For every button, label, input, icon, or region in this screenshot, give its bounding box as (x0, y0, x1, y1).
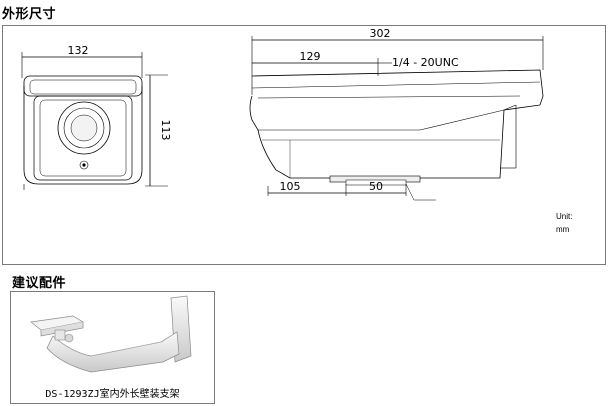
unit-label: Unit: (556, 212, 573, 221)
side-129-label: 129 (300, 50, 321, 63)
front-view-drawing: 132 113 (21, 44, 172, 190)
accessories-section-title: 建议配件 (12, 276, 67, 291)
side-total-length-label: 302 (370, 27, 391, 40)
unit-value: mm (556, 225, 570, 234)
wall-mount-bracket-image (30, 295, 192, 373)
side-105-label: 105 (280, 180, 301, 193)
dimensions-section-title: 外形尺寸 (2, 7, 57, 22)
dimensions-drawing-panel (2, 25, 606, 265)
front-height-label: 113 (159, 120, 172, 141)
thread-spec-label: 1/4 - 20UNC (392, 56, 459, 69)
front-width-label: 132 (68, 44, 89, 57)
side-view-drawing: 302 129 1/4 - 20UNC 105 50 (249, 27, 544, 201)
accessory-card: DS-1293ZJ室内外长壁装支架 (10, 291, 215, 404)
accessory-caption: DS-1293ZJ室内外长壁装支架 (45, 389, 180, 400)
side-50-label: 50 (369, 180, 383, 193)
